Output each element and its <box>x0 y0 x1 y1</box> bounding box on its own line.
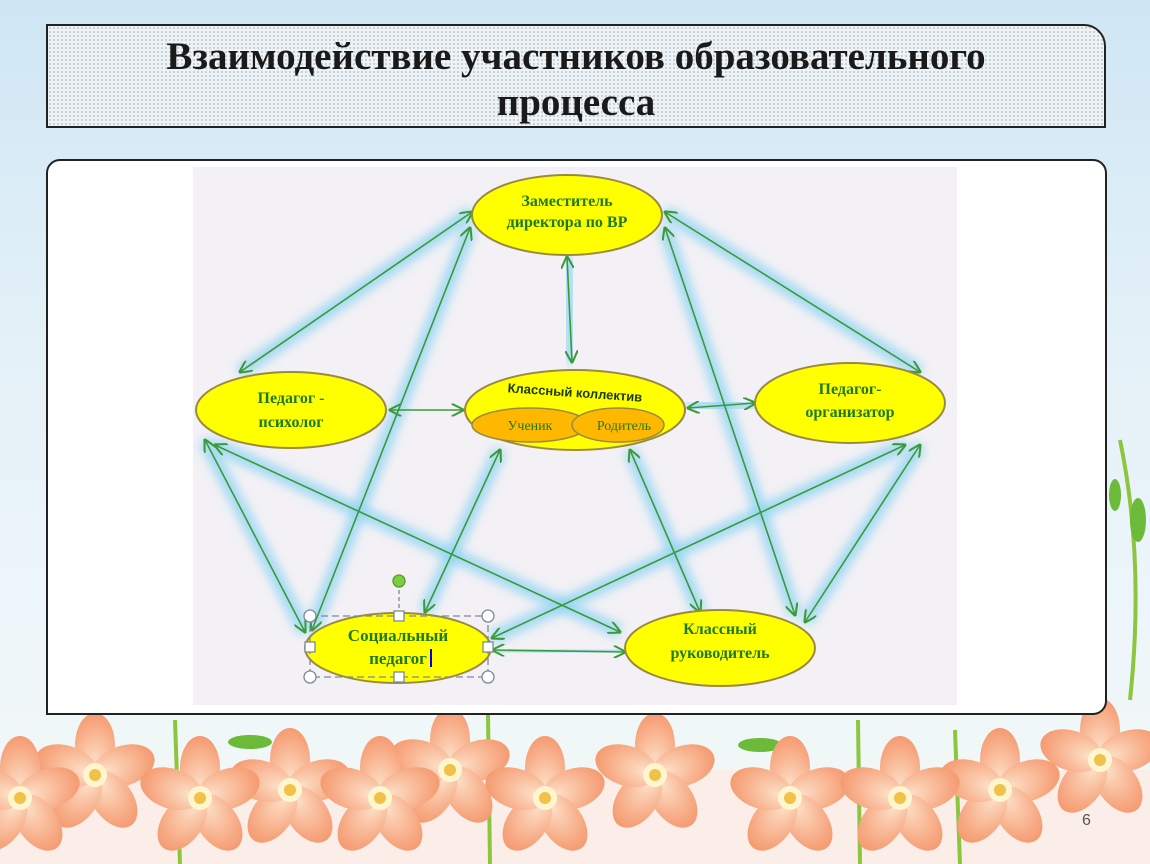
parent-ellipse <box>571 407 665 443</box>
social-label-1: Социальный <box>348 626 449 645</box>
node-organizer: Педагог- организатор <box>754 362 946 444</box>
psychologist-label-1: Педагог - <box>258 390 325 407</box>
arrow-organizer-class-teacher <box>805 445 920 622</box>
title-line-2: процесса <box>496 81 656 124</box>
deputy-label-1: Заместитель <box>521 193 613 210</box>
deputy-label-2: директора по ВР <box>507 214 628 231</box>
selection-handles[interactable] <box>303 574 495 684</box>
organizer-label-2: организатор <box>805 404 894 421</box>
social-label-2: педагог <box>369 649 427 668</box>
node-class-teacher: Классный руководитель <box>624 609 816 687</box>
node-psychologist: Педагог - психолог <box>195 371 387 449</box>
text-cursor <box>430 649 432 667</box>
page-number: 6 <box>1082 812 1091 829</box>
class-teacher-label-2: руководитель <box>670 645 770 662</box>
arrow-social-class-teacher <box>493 650 625 652</box>
title-line-1: Взаимодействие участников образовательно… <box>166 35 986 78</box>
node-social-pedagogue[interactable]: Социальный педагог <box>303 574 495 684</box>
node-deputy-director: Заместитель директора по ВР <box>471 174 663 256</box>
parent-label: Родитель <box>597 419 651 434</box>
arrow-deputy-collective <box>567 257 572 362</box>
arrow-collective-social <box>425 450 500 612</box>
node-class-collective: Классный коллектив Ученик Родитель <box>464 369 686 451</box>
title-box: Взаимодействие участников образовательно… <box>46 24 1106 128</box>
psychologist-label-2: психолог <box>259 414 324 431</box>
class-teacher-label-1: Классный <box>683 621 757 638</box>
student-label: Ученик <box>508 419 553 434</box>
slide-title: Взаимодействие участников образовательно… <box>48 34 1104 126</box>
organizer-label-1: Педагог- <box>819 381 882 398</box>
arrow-collective-organizer <box>688 403 755 408</box>
